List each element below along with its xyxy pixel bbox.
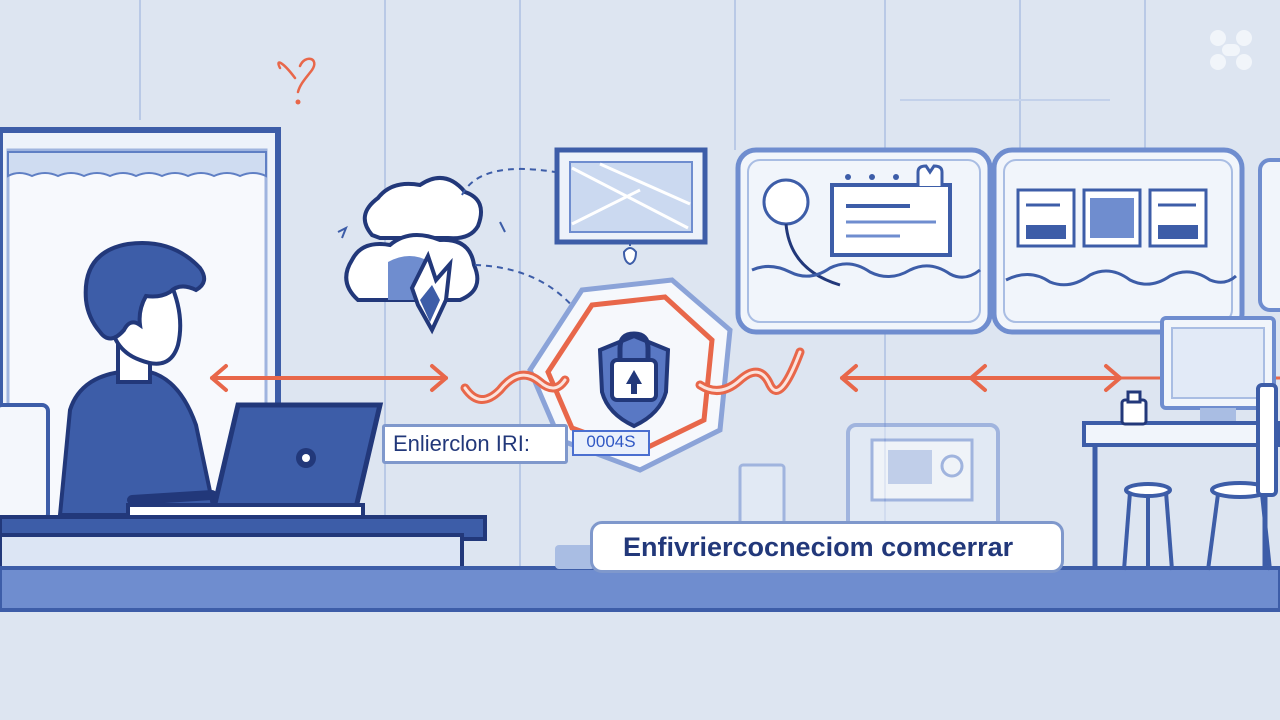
chair (0, 403, 50, 522)
heart-icon (277, 57, 316, 94)
encryption-code: 0004S (572, 430, 650, 456)
right-workstation (1082, 316, 1280, 571)
caption-banner: Enfivriercocneciom comcerrar (590, 521, 1064, 573)
floor (0, 566, 1280, 612)
floor-step (555, 545, 595, 569)
logo-icon (1210, 30, 1252, 70)
monitor-icon (554, 147, 708, 266)
person-icon (57, 241, 218, 517)
heart-dot (295, 99, 301, 105)
lock-icon (610, 331, 658, 402)
cloud-icon (337, 176, 506, 335)
dashboard-icon (735, 147, 1245, 335)
encryption-label: Enlierclon IRI: (382, 424, 568, 464)
arrow-icon (210, 364, 1280, 392)
cable-links (460, 347, 805, 404)
side-panel (1258, 158, 1280, 312)
desk (0, 515, 487, 572)
background-devices (738, 423, 1000, 532)
